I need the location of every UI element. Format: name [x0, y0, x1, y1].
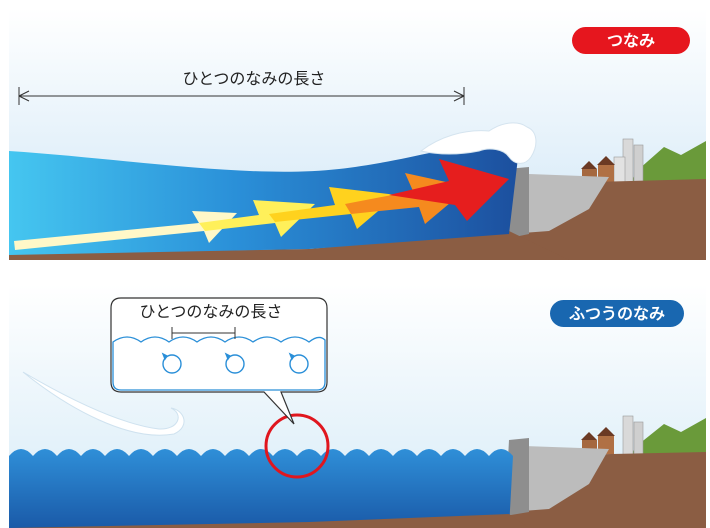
orbit-circle-2	[225, 354, 245, 374]
wave-foam	[419, 122, 537, 164]
callout-wavelength-label: ひとつのなみの長さ	[140, 302, 283, 321]
flow-arrow-1	[14, 211, 237, 250]
seawall	[509, 446, 609, 512]
seabed	[9, 514, 529, 528]
tsunami-wavelength-label: ひとつのなみの長さ	[183, 69, 326, 88]
highlight-circle	[264, 413, 330, 479]
green-hills	[629, 418, 706, 456]
callout-dimension	[171, 327, 236, 339]
normal-wave-panel: ひとつのなみの長さ ふつうのなみ	[9, 284, 706, 528]
flow-arrow-5	[389, 159, 509, 221]
flow-arrow-3	[269, 187, 397, 229]
normal-wave-badge: ふつうのなみ	[550, 300, 684, 327]
orbit-circle-3	[289, 354, 309, 374]
tsunami-panel: ひとつのなみの長さ つなみ	[9, 9, 706, 260]
flow-arrows	[14, 159, 509, 250]
flow-arrow-2	[199, 200, 315, 237]
tsunami-water	[9, 144, 519, 255]
sea-water	[9, 449, 513, 528]
tsunami-badge: つなみ	[572, 27, 690, 54]
orbit-circle-1	[162, 354, 182, 374]
orbit-circles	[161, 352, 309, 374]
wind-swoosh	[22, 371, 185, 436]
green-hills	[629, 141, 706, 184]
callout-wave-line	[112, 336, 326, 391]
normal-wave-illustration: ひとつのなみの長さ	[9, 284, 706, 528]
wavelength-dimension	[18, 87, 465, 105]
seawall	[509, 174, 609, 234]
